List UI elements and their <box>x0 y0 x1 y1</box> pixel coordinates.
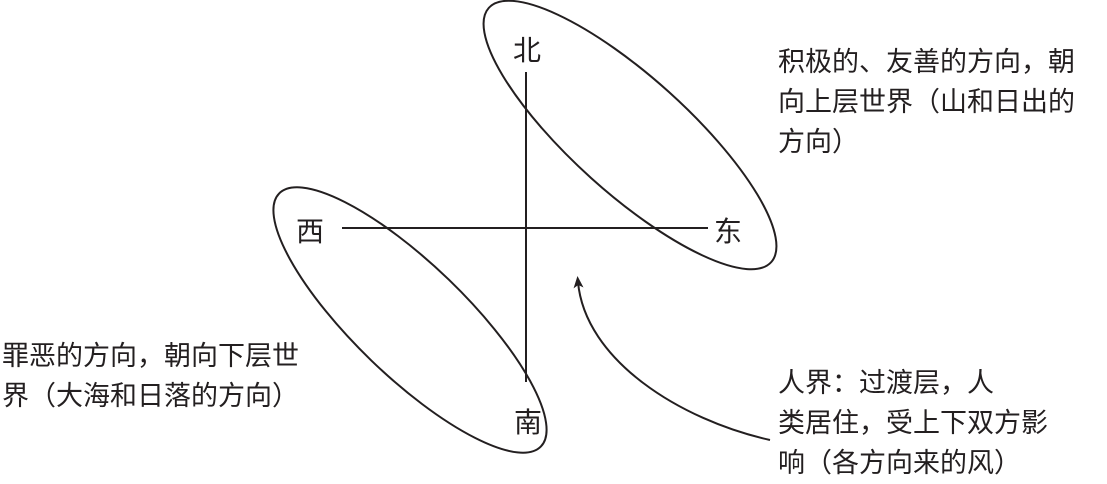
lower-world-line: 界（大海和日落的方向） <box>2 381 299 412</box>
upper-world-annotation: 积极的、友善的方向，朝 向上层世界（山和日出的 方向） <box>778 43 1075 163</box>
lower-world-ellipse <box>272 186 548 454</box>
upper-world-line: 方向） <box>778 127 859 158</box>
human-world-line: 人界：过渡层，人 <box>778 368 994 399</box>
upper-world-line: 向上层世界（山和日出的 <box>778 87 1075 118</box>
upper-world-line: 积极的、友善的方向，朝 <box>778 47 1075 78</box>
lower-world-annotation: 罪恶的方向，朝向下层世 界（大海和日落的方向） <box>2 337 299 417</box>
label-south: 南 <box>514 406 542 439</box>
human-world-line: 类居住，受上下双方影 <box>778 408 1048 439</box>
human-world-line: 响（各方向来的风） <box>778 448 1021 479</box>
label-west: 西 <box>296 215 324 248</box>
upper-world-ellipse <box>482 0 778 271</box>
human-world-annotation: 人界：过渡层，人 类居住，受上下双方影 响（各方向来的风） <box>778 364 1048 484</box>
human-world-arrow <box>573 276 771 441</box>
label-north: 北 <box>513 34 541 67</box>
label-east: 东 <box>714 215 742 248</box>
lower-world-line: 罪恶的方向，朝向下层世 <box>2 341 299 372</box>
